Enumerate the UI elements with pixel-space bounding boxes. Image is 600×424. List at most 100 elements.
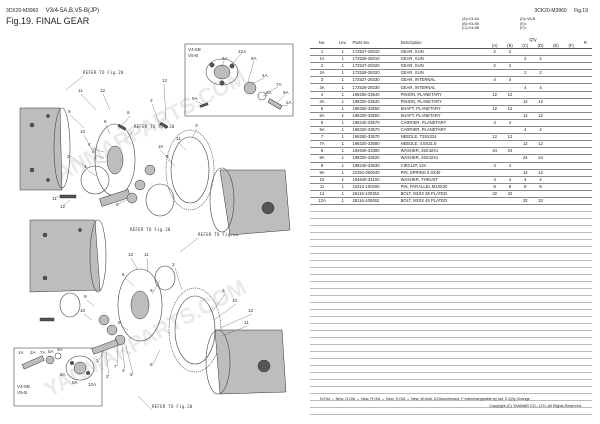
inset-pin-2: [229, 63, 235, 69]
row-qty: 12: [522, 112, 528, 118]
row-qty: 24: [522, 155, 528, 161]
svg-text:10: 10: [158, 144, 164, 149]
legend-d: (D)=V5-B: [520, 17, 536, 21]
svg-text:9: 9: [84, 294, 87, 299]
inset-shaft: [267, 98, 283, 110]
svg-text:7A: 7A: [40, 350, 47, 355]
row-qty: [518, 162, 533, 169]
svg-text:9: 9: [150, 288, 153, 293]
row-qty: [502, 197, 517, 204]
wheel-hub-top: [219, 169, 291, 236]
row-lev: 1: [341, 169, 344, 175]
row-remark: [579, 148, 592, 155]
planetary-shaft-top: [59, 194, 77, 199]
row-no: 5A: [319, 112, 325, 118]
row-no: 5: [320, 105, 324, 111]
svg-text:9: 9: [68, 109, 71, 114]
row-qty: [548, 119, 563, 126]
svg-text:6A: 6A: [222, 56, 229, 61]
row-parts-no: 172527-28330: [352, 77, 380, 83]
refer-label-1: REFER TO Fig.20: [83, 70, 124, 75]
row-description: NEEDLE, 4.5X31.8: [400, 141, 437, 147]
row-qty: 12: [538, 112, 543, 118]
svg-text:2: 2: [67, 154, 70, 159]
row-parts-no: 172527-28320: [352, 63, 380, 69]
row-parts-no: 172527-28310: [352, 49, 380, 55]
pinion-top-1: [134, 179, 146, 191]
row-no: 6A: [319, 127, 325, 133]
axle-housing-bottom-left: [29, 219, 101, 293]
row-qty: [564, 176, 579, 183]
row-qty: [564, 141, 579, 148]
row-qty: [548, 197, 563, 204]
inset-box-bottom: [13, 347, 103, 407]
row-qty: [564, 112, 579, 119]
row-parts-no: 22351-060040: [352, 169, 380, 175]
row-lev: 1: [341, 134, 344, 140]
blank-row: [310, 408, 592, 415]
col-qty-c: (C): [522, 43, 529, 48]
row-qty: [564, 127, 579, 134]
row-qty: [487, 197, 502, 204]
svg-text:8A: 8A: [266, 90, 273, 95]
legend-e: (E)=: [520, 21, 527, 26]
row-description: PINION, PLANETARY: [400, 98, 442, 104]
row-description: NEEDLE, T25X324: [400, 134, 437, 140]
row-qty: [518, 77, 533, 84]
row-qty: [548, 77, 563, 84]
refer-label-4: REFER TO Fig.20: [198, 232, 239, 237]
row-qty: 12: [522, 141, 528, 147]
model-legend-right: (D)=V5-B (E)= (F)=: [520, 17, 535, 31]
row-qty: 4: [508, 77, 512, 83]
row-qty: [548, 127, 563, 134]
row-description: GEAR, SUN: [400, 70, 424, 76]
row-qty: 12: [522, 169, 528, 175]
refer-label-5: REFER TO Fig.20: [152, 404, 193, 409]
row-qty: [564, 84, 579, 91]
row-qty: [502, 112, 517, 119]
blank-row: [310, 331, 592, 338]
row-qty: [487, 70, 502, 77]
row-description: GEAR, SUN: [400, 49, 424, 55]
row-description: CIRCLIP, 124: [400, 162, 426, 168]
row-no: 2A: [319, 70, 325, 76]
inset-carrier-hub: [213, 64, 231, 80]
row-qty: [533, 119, 548, 126]
row-description: PIN, SPRING 6.0X40: [400, 169, 441, 175]
row-lev: 1: [341, 49, 344, 55]
blank-row: [310, 275, 592, 282]
col-qty-f: (F): [568, 43, 574, 48]
blank-row: [310, 226, 592, 233]
row-description: CARRIER, PLANETARY: [400, 127, 447, 133]
svg-text:7A: 7A: [276, 82, 283, 87]
row-qty: 12: [507, 134, 513, 140]
blank-row: [310, 247, 592, 254]
blank-row: [310, 401, 592, 408]
row-qty: 12: [507, 105, 513, 111]
svg-text:8A: 8A: [251, 56, 258, 61]
svg-text:1A: 1A: [18, 350, 25, 355]
blank-row: [310, 289, 592, 296]
blank-row: [310, 212, 592, 219]
legend-c: (C)=V4-5B: [462, 26, 480, 31]
row-qty: 24: [538, 155, 543, 161]
final-gear-diagram: YANMARPARTS.COM YANMARPARTS.COM V4-5B V5…: [13, 43, 294, 411]
row-qty: [518, 91, 533, 98]
row-qty: 8: [508, 183, 512, 189]
svg-text:8: 8: [166, 154, 169, 159]
row-lev: 1: [341, 190, 344, 196]
row-no: 12: [319, 190, 325, 196]
blank-row: [310, 380, 592, 387]
row-description: CARRIER, PLANETARY: [400, 119, 447, 125]
row-parts-no: 198320-33620: [352, 155, 380, 161]
svg-text:9A: 9A: [192, 96, 199, 101]
blank-row: [310, 373, 592, 380]
row-qty: 4: [493, 162, 496, 168]
